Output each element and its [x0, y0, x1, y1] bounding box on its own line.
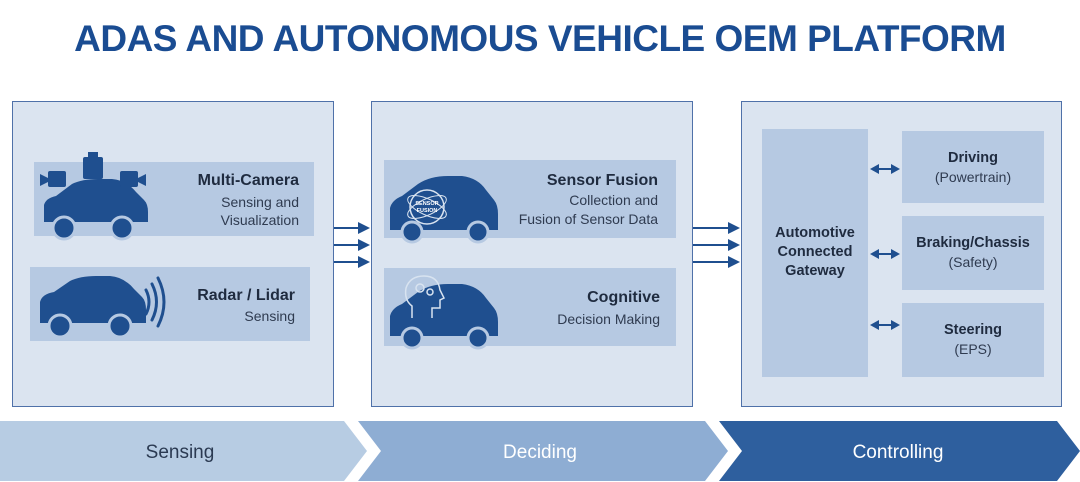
cognitive-title: Cognitive	[587, 289, 660, 306]
sensor-fusion-line2: Fusion of Sensor Data	[518, 211, 658, 227]
step-controlling-chevron	[719, 421, 1080, 481]
step-deciding-chevron	[358, 421, 728, 481]
car-camera-icon	[44, 179, 148, 241]
step-deciding-label: Deciding	[503, 442, 577, 463]
sensing-to-deciding-arrows	[334, 222, 370, 268]
sensor-fusion-line1: Collection and	[569, 192, 658, 208]
svg-text:SENSOR: SENSOR	[415, 201, 438, 207]
brain-head-icon	[404, 275, 446, 318]
steering-block: Steering (EPS)	[902, 303, 1044, 377]
steering-title: Steering	[943, 322, 1002, 338]
deciding-panel	[371, 101, 693, 407]
camera-icon	[40, 152, 146, 187]
braking-sub: (Safety)	[948, 254, 998, 270]
cognitive-line1: Decision Making	[557, 311, 660, 327]
multi-camera-line1: Sensing and	[221, 194, 299, 210]
page-title: ADAS AND AUTONOMOUS VEHICLE OEM PLATFORM	[74, 18, 1006, 59]
braking-block: Braking/Chassis (Safety)	[902, 216, 1044, 290]
multi-camera-title: Multi-Camera	[197, 172, 299, 189]
driving-title: Driving	[948, 150, 998, 166]
radar-lidar-line1: Sensing	[244, 308, 295, 324]
multi-camera-line2: Visualization	[220, 212, 299, 228]
svg-text:FUSION: FUSION	[417, 208, 438, 214]
gateway-block: Automotive Connected Gateway	[762, 129, 868, 377]
car-cognitive-icon	[390, 284, 498, 350]
sensor-fusion-badge-icon: SENSOR FUSION	[407, 189, 447, 225]
gateway-line2: Connected	[777, 244, 853, 260]
braking-title: Braking/Chassis	[916, 235, 1030, 251]
car-radar-icon	[40, 276, 146, 339]
steering-sub: (EPS)	[954, 341, 992, 357]
deciding-to-controlling-arrows	[693, 222, 740, 268]
sensing-panel	[12, 101, 334, 407]
driving-block: Driving (Powertrain)	[902, 131, 1044, 203]
gateway-line3: Gateway	[785, 263, 845, 279]
radar-waves-icon	[144, 276, 166, 328]
gateway-line1: Automotive	[775, 225, 855, 241]
step-sensing-chevron	[0, 421, 367, 481]
gateway-output-arrows	[870, 164, 900, 330]
sensor-fusion-title: Sensor Fusion	[546, 172, 658, 189]
radar-lidar-title: Radar / Lidar	[197, 287, 295, 304]
step-controlling-label: Controlling	[852, 442, 944, 463]
step-sensing-label: Sensing	[145, 442, 215, 463]
driving-sub: (Powertrain)	[934, 169, 1012, 185]
